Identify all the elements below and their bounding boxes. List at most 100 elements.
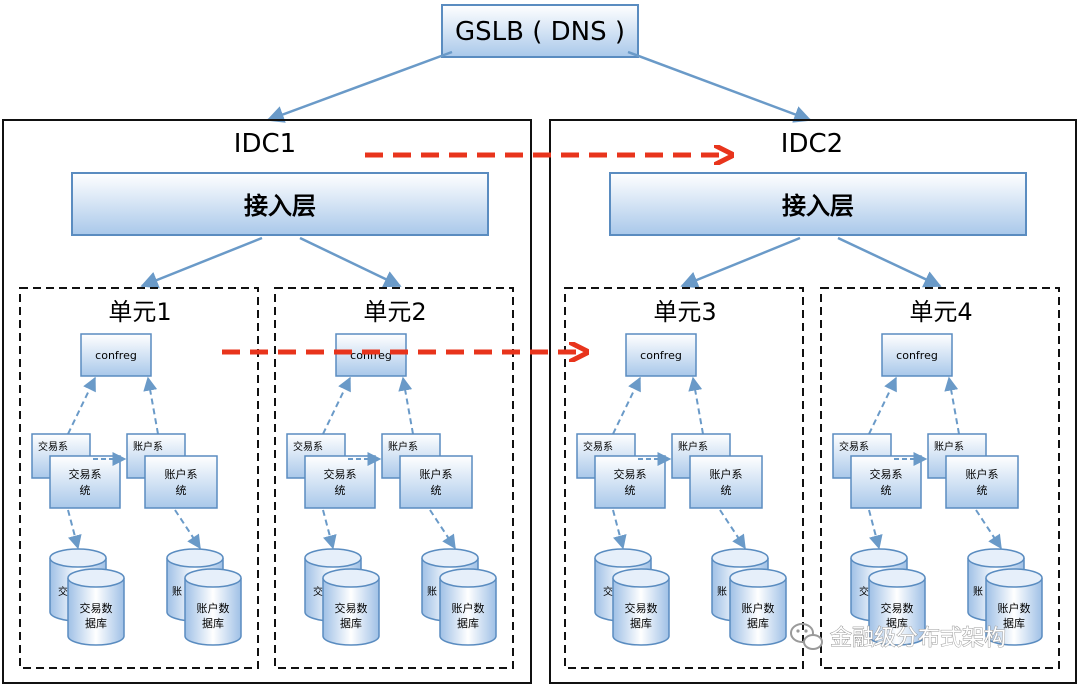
account-db-back-label: 账: [973, 586, 983, 598]
trade-db: 交易数 据库: [322, 568, 380, 646]
account-db-label-2: 据库: [457, 616, 479, 630]
account-db-label-1: 账户数: [998, 601, 1031, 615]
confreg-label: confreg: [640, 349, 682, 362]
account-system-label-1: 账户系: [966, 467, 999, 481]
trade-db-label-1: 交易数: [80, 601, 113, 615]
trade-system-box: [594, 455, 666, 509]
account-system-back-label: 账户系: [133, 440, 163, 453]
gslb-to-idc1-line: [266, 50, 453, 123]
trade-db-label-2: 据库: [886, 616, 908, 630]
confreg-box: [80, 333, 152, 377]
account-db: 账户数 据库: [985, 568, 1043, 646]
trade-system-back-label: 交易系: [839, 440, 869, 453]
account-db: 账户数 据库: [184, 568, 242, 646]
account-system-label-2: 统: [176, 484, 187, 497]
trade-db-back-label: 交: [603, 585, 613, 598]
account-system-label-2: 统: [977, 484, 988, 497]
confreg-box: [625, 333, 697, 377]
confreg-label: confreg: [95, 349, 137, 362]
trade-db-label-2: 据库: [85, 616, 107, 630]
trade-db-label-1: 交易数: [625, 601, 658, 615]
trade-db-label-1: 交易数: [881, 601, 914, 615]
gslb-to-idc2-line: [627, 50, 812, 123]
gslb-node: GSLB ( DNS ): [441, 4, 639, 58]
account-db-back-label: 账: [427, 586, 437, 598]
account-db-label-1: 账户数: [742, 601, 775, 615]
account-system-back-label: 账户系: [934, 440, 964, 453]
account-db-label-1: 账户数: [452, 601, 485, 615]
idc1-title: IDC1: [234, 129, 296, 159]
account-system-label-1: 账户系: [165, 467, 198, 481]
account-db: 账户数 据库: [729, 568, 787, 646]
trade-db: 交易数 据库: [67, 568, 125, 646]
unit-title: 单元4: [909, 298, 972, 326]
account-db-label-2: 据库: [1003, 616, 1025, 630]
account-db-label-2: 据库: [202, 616, 224, 630]
account-system-box: [689, 455, 763, 509]
gslb-label: GSLB ( DNS ): [455, 17, 625, 47]
account-db-label-1: 账户数: [197, 601, 230, 615]
trade-db-label-2: 据库: [630, 616, 652, 630]
unit-title: 单元1: [108, 298, 171, 326]
account-system-label-2: 统: [721, 484, 732, 497]
account-db-label-2: 据库: [747, 616, 769, 630]
idc1-access-layer: [71, 172, 489, 236]
trade-db-back-label: 交: [859, 585, 869, 598]
idc1-box: IDC1 接入层: [2, 119, 532, 684]
trade-system-box: [49, 455, 121, 509]
account-system-box: [945, 455, 1019, 509]
trade-system-label-2: 统: [80, 484, 91, 497]
trade-system-label-1: 交易系: [614, 467, 647, 481]
unit-title: 单元2: [363, 298, 426, 326]
confreg-label: confreg: [350, 349, 392, 362]
trade-system-label-1: 交易系: [870, 467, 903, 481]
account-system-box: [399, 455, 473, 509]
trade-db-label-2: 据库: [340, 616, 362, 630]
idc2-access-layer-label: 接入层: [782, 192, 854, 220]
trade-system-label-2: 统: [881, 484, 892, 497]
watermark-text: 金融级分布式架构: [830, 626, 1006, 651]
idc1-access-to-unit1-line: [140, 236, 263, 289]
account-db-back-label: 账: [172, 586, 182, 598]
trade-system-label-2: 统: [335, 484, 346, 497]
confreg-label: confreg: [896, 349, 938, 362]
unit-title: 单元3: [653, 298, 716, 326]
account-db-back-label: 账: [717, 586, 727, 598]
trade-db-back-label: 交: [58, 585, 68, 598]
idc2-access-to-unit4-line: [837, 236, 942, 288]
account-system-back-label: 账户系: [678, 440, 708, 453]
trade-system-label-1: 交易系: [324, 467, 357, 481]
account-system-box: [144, 455, 218, 509]
trade-db-label-1: 交易数: [335, 601, 368, 615]
idc1-access-to-unit2-line: [299, 236, 402, 288]
watermark: 金融级分布式架构: [790, 623, 1007, 652]
trade-system-label-2: 统: [625, 484, 636, 497]
trade-db: 交易数 据库: [868, 568, 926, 646]
account-system-label-1: 账户系: [420, 467, 453, 481]
unit-2: 单元2 confreg 交易系 交易系 统 账户系 账户系 统 交 交易数 据库: [274, 287, 514, 669]
account-system-label-1: 账户系: [710, 467, 743, 481]
trade-db: 交易数 据库: [612, 568, 670, 646]
idc2-box: IDC2 接入层: [549, 119, 1077, 684]
trade-db-back-label: 交: [313, 585, 323, 598]
trade-system-back-label: 交易系: [38, 440, 68, 453]
account-db: 账户数 据库: [439, 568, 497, 646]
trade-system-box: [304, 455, 376, 509]
idc2-access-to-unit3-line: [680, 236, 801, 289]
unit-3: 单元3 confreg 交易系 交易系 统 账户系 账户系 统 交 交易数 据库: [564, 287, 804, 669]
account-system-back-label: 账户系: [388, 440, 418, 453]
trade-system-box: [850, 455, 922, 509]
idc2-access-layer: [609, 172, 1027, 236]
confreg-box: [335, 333, 407, 377]
trade-system-back-label: 交易系: [583, 440, 613, 453]
idc2-title: IDC2: [781, 129, 843, 159]
unit-1: 单元1 confreg 交易系 交易系 统 账户系 账户系 统 交 交易数 据库: [19, 287, 259, 669]
wechat-icon: [790, 623, 823, 650]
idc1-access-layer-label: 接入层: [244, 192, 316, 220]
trade-system-back-label: 交易系: [293, 440, 323, 453]
confreg-box: [881, 333, 953, 377]
trade-system-label-1: 交易系: [69, 467, 102, 481]
unit-4: 单元4 confreg 交易系 交易系 统 账户系 账户系 统 交 交易数 据库: [820, 287, 1060, 669]
account-system-label-2: 统: [431, 484, 442, 497]
